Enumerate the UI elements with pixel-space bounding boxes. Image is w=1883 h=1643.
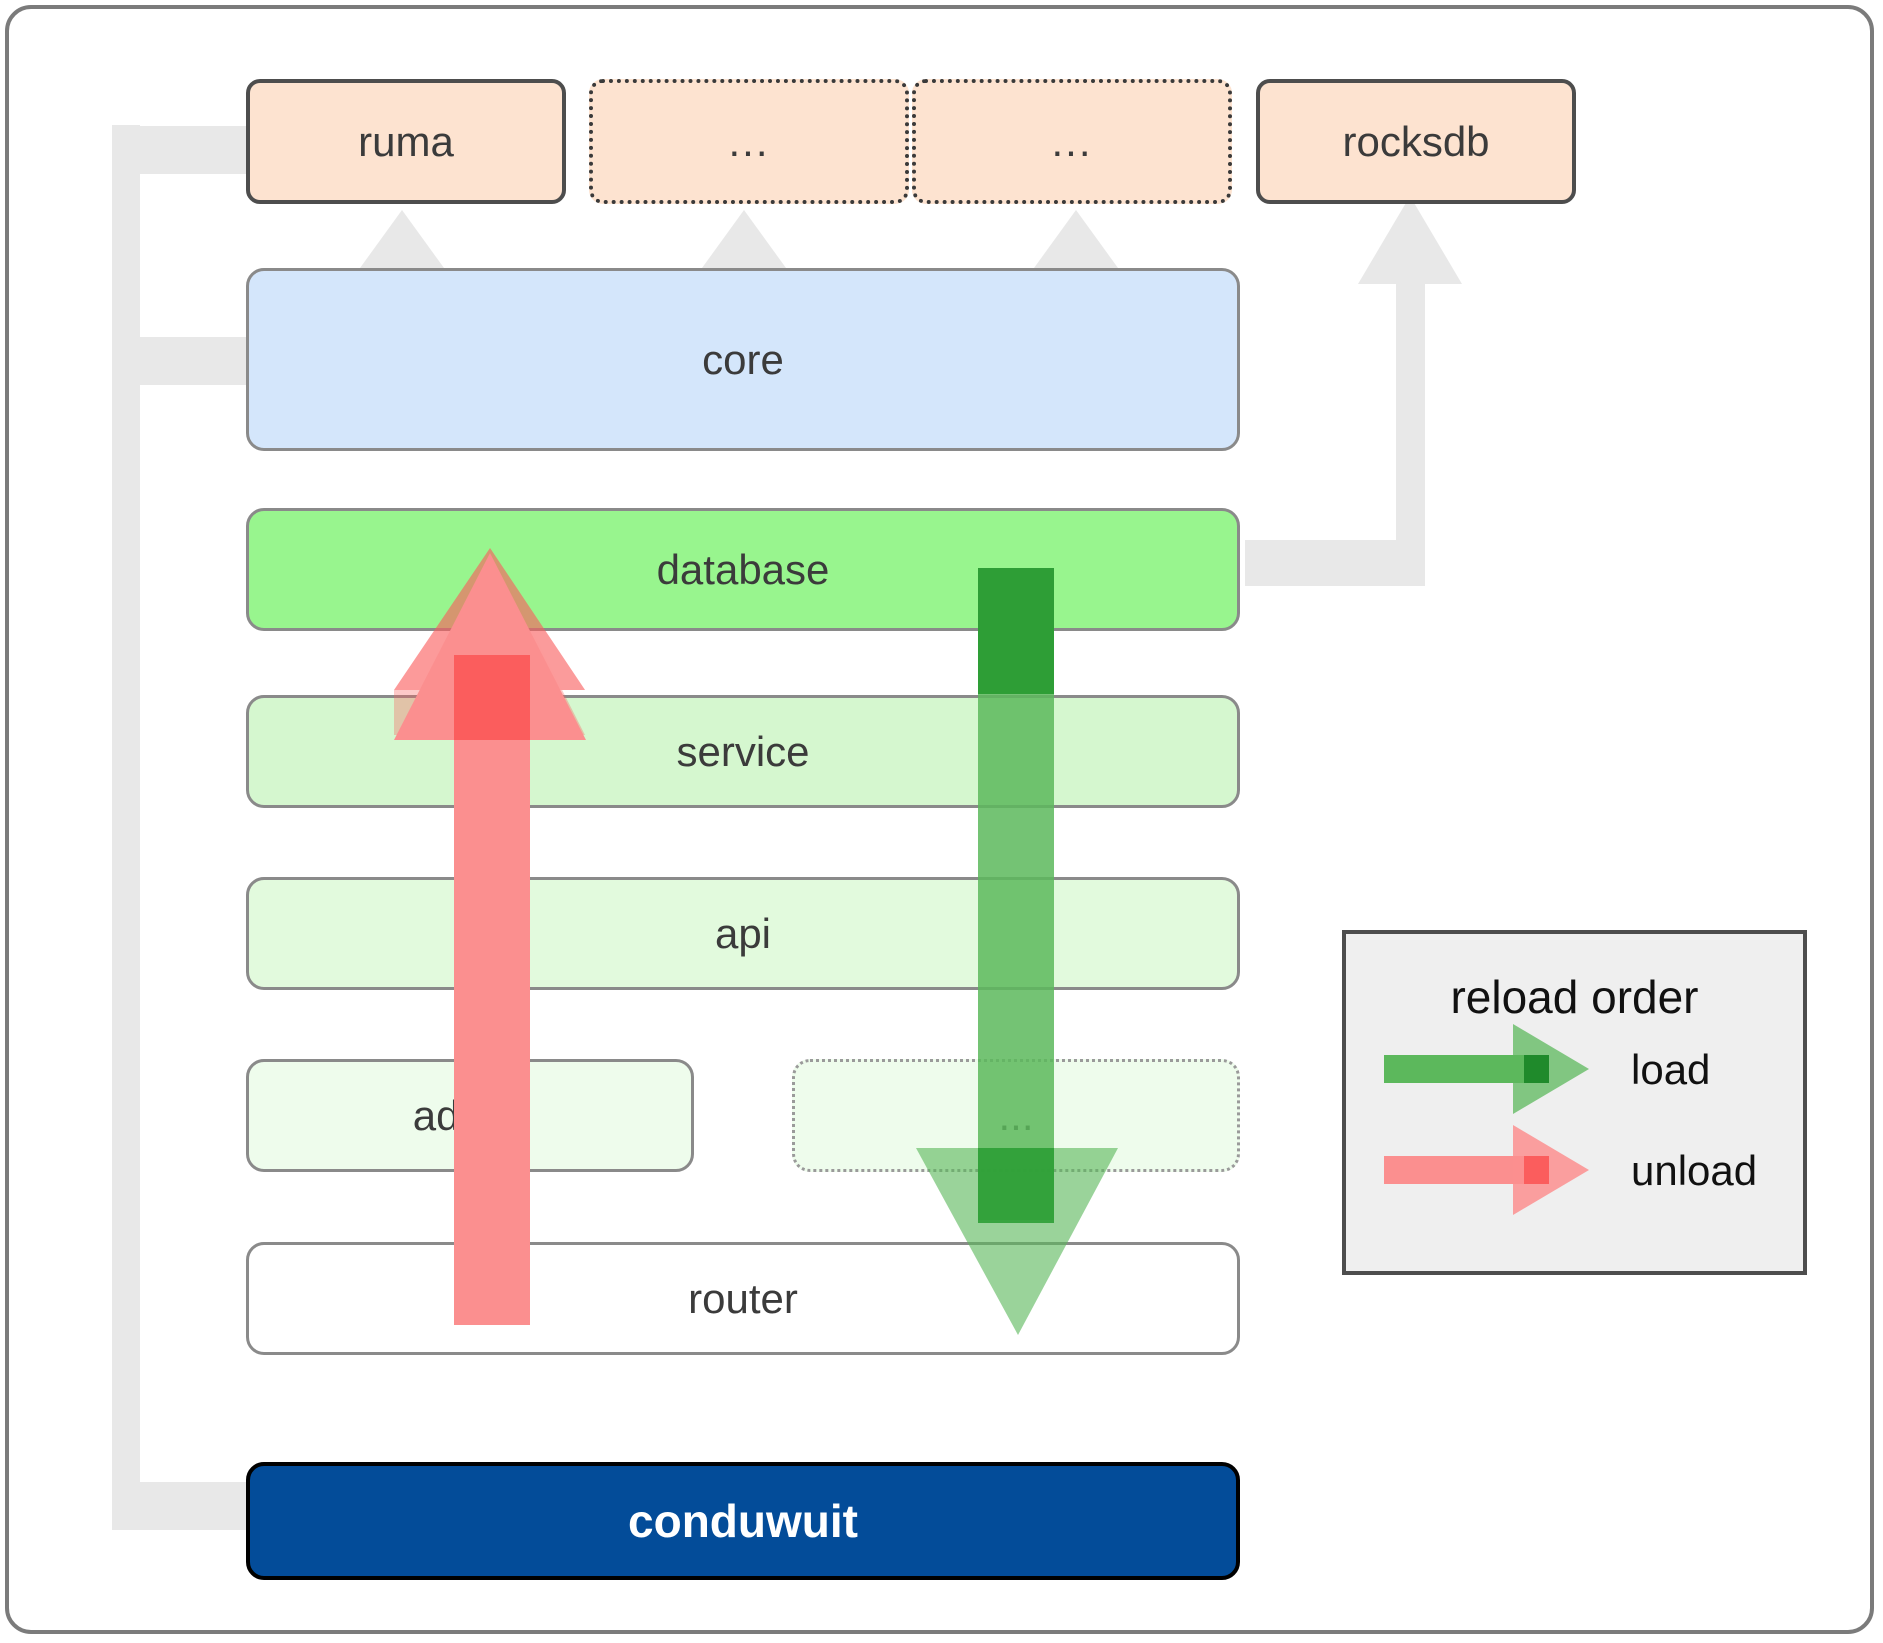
layer-label-router: router xyxy=(688,1274,798,1322)
layer-box-ellipsis[interactable]: ... xyxy=(792,1059,1240,1172)
legend-label-load: load xyxy=(1631,1046,1711,1093)
dependency-box-ruma[interactable]: ruma xyxy=(246,79,566,204)
dependency-label-ruma: ruma xyxy=(358,117,454,165)
layer-label-admin: admin xyxy=(412,1091,528,1139)
dependency-label-ellipsis-1: ... xyxy=(728,117,770,165)
root-label-conduwuit: conduwuit xyxy=(628,1495,858,1547)
layer-box-api[interactable]: api xyxy=(246,877,1240,990)
layer-box-service[interactable]: service xyxy=(246,695,1240,808)
legend-box: reload order load unload xyxy=(1342,930,1807,1275)
dependency-box-ellipsis-2[interactable]: ... xyxy=(912,79,1232,204)
dependency-label-ellipsis-2: ... xyxy=(1051,117,1093,165)
layer-box-core[interactable]: core xyxy=(246,268,1240,451)
layer-label-api: api xyxy=(714,909,772,957)
layer-box-router[interactable]: router xyxy=(246,1242,1240,1355)
layer-box-admin[interactable]: admin xyxy=(246,1059,694,1172)
layer-label-core: core xyxy=(702,335,784,383)
dependency-label-rocksdb: rocksdb xyxy=(1342,117,1490,165)
legend-label-unload: unload xyxy=(1631,1147,1758,1194)
layer-box-database[interactable]: database xyxy=(246,508,1240,631)
layer-label-database: database xyxy=(656,545,830,593)
diagram-frame xyxy=(5,5,1874,1634)
layer-label-service: service xyxy=(676,727,810,775)
dependency-box-ellipsis-1[interactable]: ... xyxy=(589,79,909,204)
dependency-box-rocksdb[interactable]: rocksdb xyxy=(1256,79,1576,204)
legend-title: reload order xyxy=(1450,971,1699,1023)
legend-arrow-graphics xyxy=(1384,1024,1589,1215)
legend-unload-arrow xyxy=(1384,1125,1589,1215)
layer-label-ellipsis: ... xyxy=(998,1091,1034,1139)
legend-load-arrow xyxy=(1384,1024,1589,1114)
root-box-conduwuit[interactable]: conduwuit xyxy=(246,1462,1240,1580)
